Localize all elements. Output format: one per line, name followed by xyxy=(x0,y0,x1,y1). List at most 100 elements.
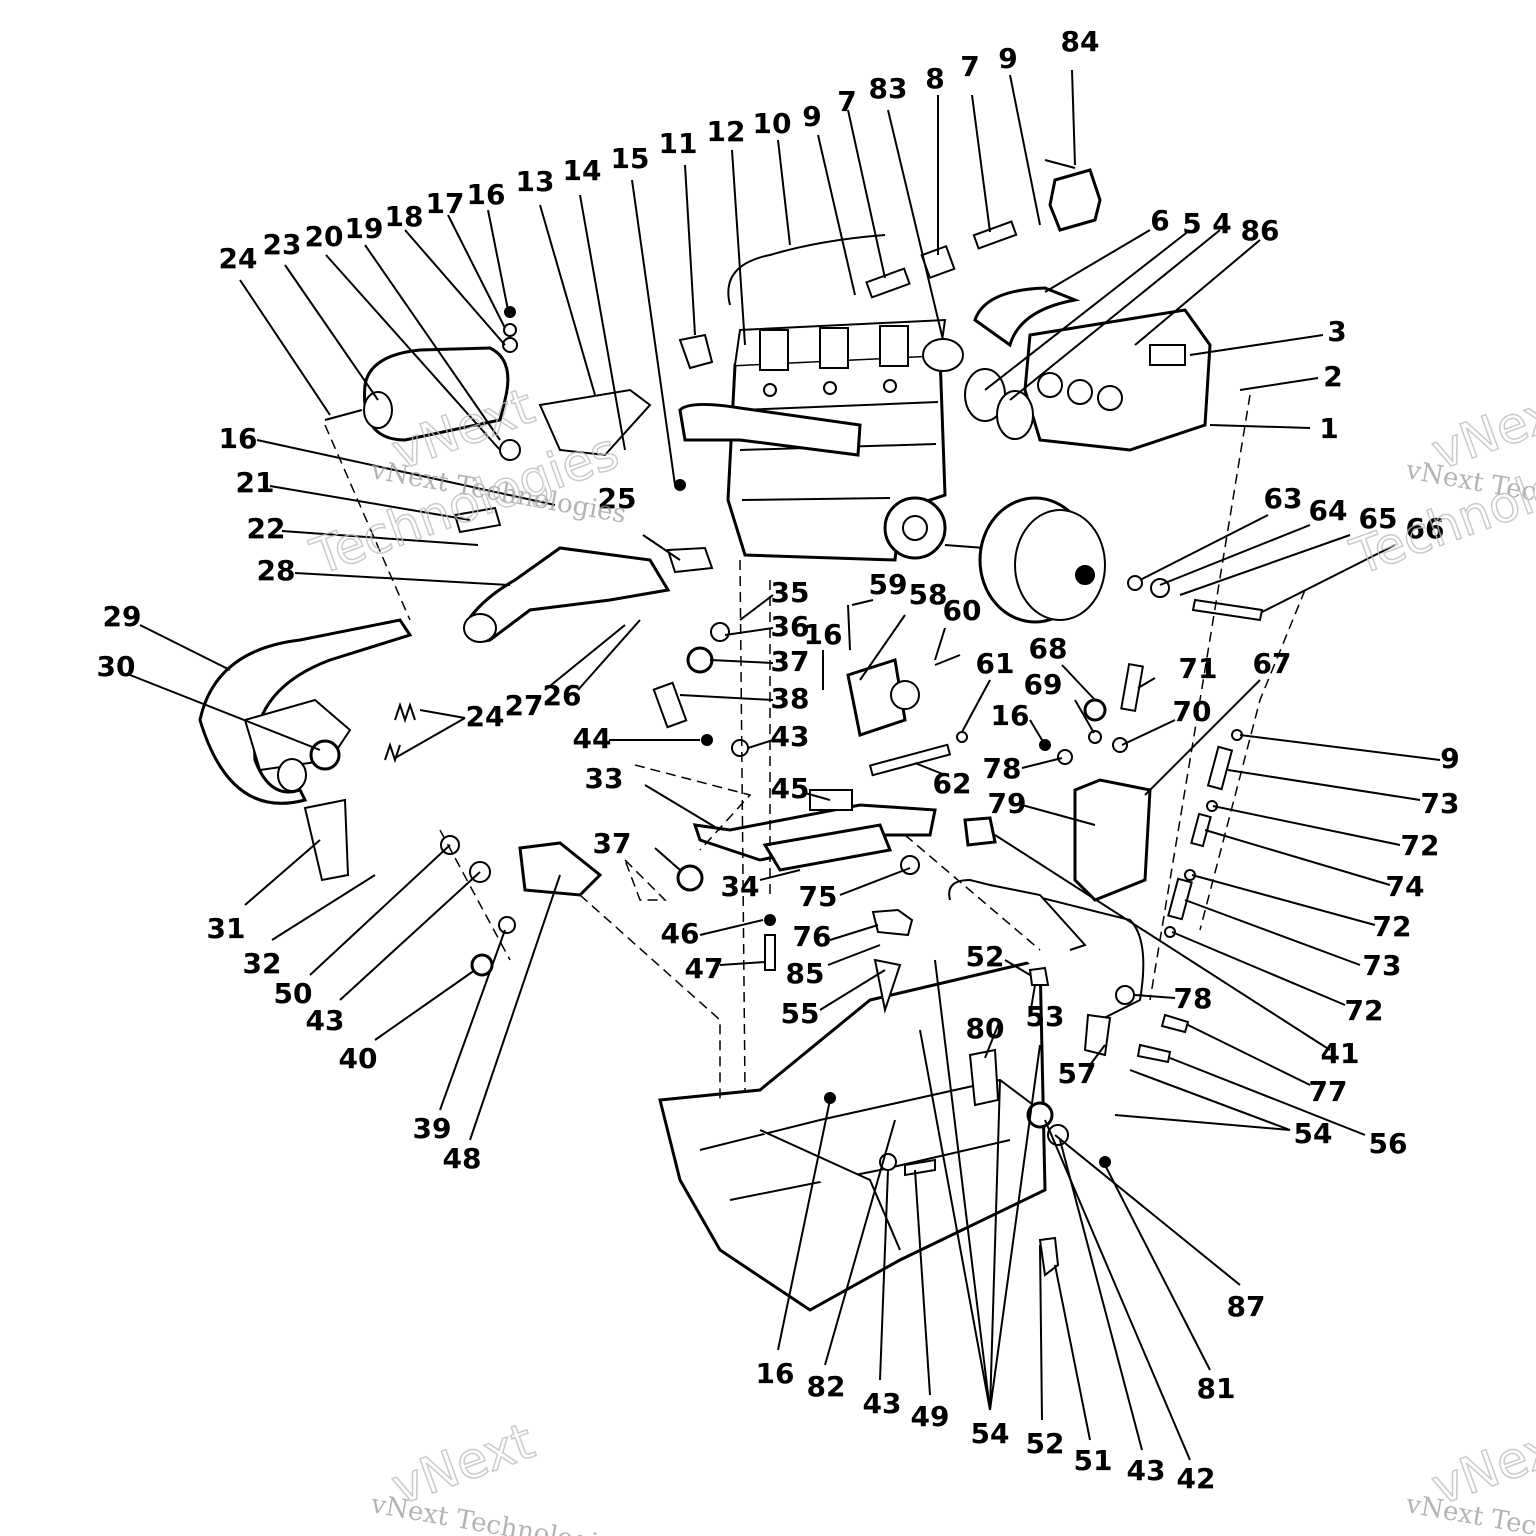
callout-78-right: 78 xyxy=(1174,982,1213,1015)
callout-18: 18 xyxy=(385,200,424,233)
callout-34: 34 xyxy=(721,870,760,903)
callout-42: 42 xyxy=(1177,1462,1216,1495)
callout-14: 14 xyxy=(563,154,602,187)
callout-20: 20 xyxy=(305,220,344,253)
callout-37-left: 37 xyxy=(593,827,632,860)
callout-52-middle: 52 xyxy=(966,940,1005,973)
callout-70: 70 xyxy=(1173,695,1212,728)
exhaust-manifold xyxy=(463,546,714,643)
callout-23: 23 xyxy=(263,228,302,261)
callout-53: 53 xyxy=(1026,1000,1065,1033)
callout-83: 83 xyxy=(869,72,908,105)
throttle-cable xyxy=(678,234,886,370)
callout-77: 77 xyxy=(1309,1075,1348,1108)
callout-1: 1 xyxy=(1319,412,1338,445)
callout-51: 51 xyxy=(1074,1444,1113,1477)
callout-49: 49 xyxy=(911,1400,950,1433)
callout-81: 81 xyxy=(1197,1372,1236,1405)
callout-74: 74 xyxy=(1386,870,1425,903)
callout-43-left: 43 xyxy=(306,1004,345,1037)
callout-52-bottom: 52 xyxy=(1026,1427,1065,1460)
callout-72-lower: 72 xyxy=(1345,994,1384,1027)
callout-54-bottom: 54 xyxy=(971,1417,1010,1450)
exhaust-springs xyxy=(384,701,416,764)
callout-5: 5 xyxy=(1182,207,1201,240)
callout-9-top-right: 9 xyxy=(998,42,1017,75)
callout-29: 29 xyxy=(103,600,142,633)
callout-46: 46 xyxy=(661,917,700,950)
callout-40: 40 xyxy=(339,1042,378,1075)
callout-24-top: 24 xyxy=(219,242,258,275)
callout-16-tank: 16 xyxy=(991,699,1030,732)
callout-30: 30 xyxy=(97,650,136,683)
callout-17: 17 xyxy=(426,187,465,220)
callout-37-top: 37 xyxy=(771,645,810,678)
air-silencer-box xyxy=(964,286,1212,452)
callout-75: 75 xyxy=(799,880,838,913)
callout-9-top-left: 9 xyxy=(802,100,821,133)
callout-12: 12 xyxy=(707,115,746,148)
callout-21: 21 xyxy=(236,466,275,499)
callout-16-top: 16 xyxy=(467,178,506,211)
callout-59: 59 xyxy=(869,568,908,601)
watermark-bottom: vNext Technologies xyxy=(368,1489,629,1536)
callout-56: 56 xyxy=(1369,1127,1408,1160)
muffler-bracket xyxy=(453,306,686,534)
callout-4: 4 xyxy=(1212,207,1231,240)
callout-16-left: 16 xyxy=(219,422,258,455)
callout-6: 6 xyxy=(1150,204,1169,237)
callout-64: 64 xyxy=(1309,494,1348,527)
chassis-belly-pan xyxy=(658,878,1145,1312)
left-mount-bracket xyxy=(440,835,603,977)
callout-82: 82 xyxy=(807,1370,846,1403)
callout-68: 68 xyxy=(1029,632,1068,665)
callout-50: 50 xyxy=(274,977,313,1010)
callout-26: 26 xyxy=(543,679,582,712)
callout-44: 44 xyxy=(573,722,612,755)
callout-80: 80 xyxy=(966,1012,1005,1045)
callout-7-left: 7 xyxy=(837,85,856,118)
callout-48: 48 xyxy=(443,1142,482,1175)
leader-lines xyxy=(129,69,1441,1461)
callout-84: 84 xyxy=(1061,25,1100,58)
callout-61: 61 xyxy=(976,647,1015,680)
engine-mount-plates xyxy=(652,622,937,971)
callout-28: 28 xyxy=(257,554,296,587)
callout-85: 85 xyxy=(786,957,825,990)
callout-25: 25 xyxy=(598,482,637,515)
callout-33: 33 xyxy=(585,762,624,795)
callout-73-lower: 73 xyxy=(1363,949,1402,982)
callout-73-upper: 73 xyxy=(1421,787,1460,820)
callout-58: 58 xyxy=(909,578,948,611)
callout-3: 3 xyxy=(1327,315,1346,348)
callout-62: 62 xyxy=(933,767,972,800)
callout-57: 57 xyxy=(1058,1057,1097,1090)
callout-78-left: 78 xyxy=(983,752,1022,785)
callout-38: 38 xyxy=(771,682,810,715)
callout-36: 36 xyxy=(771,610,810,643)
callout-66: 66 xyxy=(1406,512,1445,545)
callout-2: 2 xyxy=(1323,360,1342,393)
callout-22: 22 xyxy=(247,512,286,545)
callout-69: 69 xyxy=(1024,668,1063,701)
callout-79: 79 xyxy=(988,787,1027,820)
starter-plate xyxy=(846,604,968,777)
oil-tank xyxy=(963,662,1152,902)
callout-60: 60 xyxy=(943,594,982,627)
callout-43-mount: 43 xyxy=(771,720,810,753)
callout-11: 11 xyxy=(659,127,698,160)
callout-63: 63 xyxy=(1264,482,1303,515)
callout-65: 65 xyxy=(1359,502,1398,535)
callout-86: 86 xyxy=(1241,214,1280,247)
callout-54-right: 54 xyxy=(1294,1117,1333,1150)
tuned-pipe xyxy=(198,618,413,882)
callout-76: 76 xyxy=(793,920,832,953)
callout-labels: 1 2 3 4 5 6 7 7 8 9 9 9 10 11 12 13 14 1… xyxy=(97,25,1460,1495)
callout-15: 15 xyxy=(611,142,650,175)
callout-19: 19 xyxy=(345,212,384,245)
callout-39: 39 xyxy=(413,1112,452,1145)
callout-67: 67 xyxy=(1253,647,1292,680)
callout-72-upper: 72 xyxy=(1401,829,1440,862)
callout-10: 10 xyxy=(753,107,792,140)
